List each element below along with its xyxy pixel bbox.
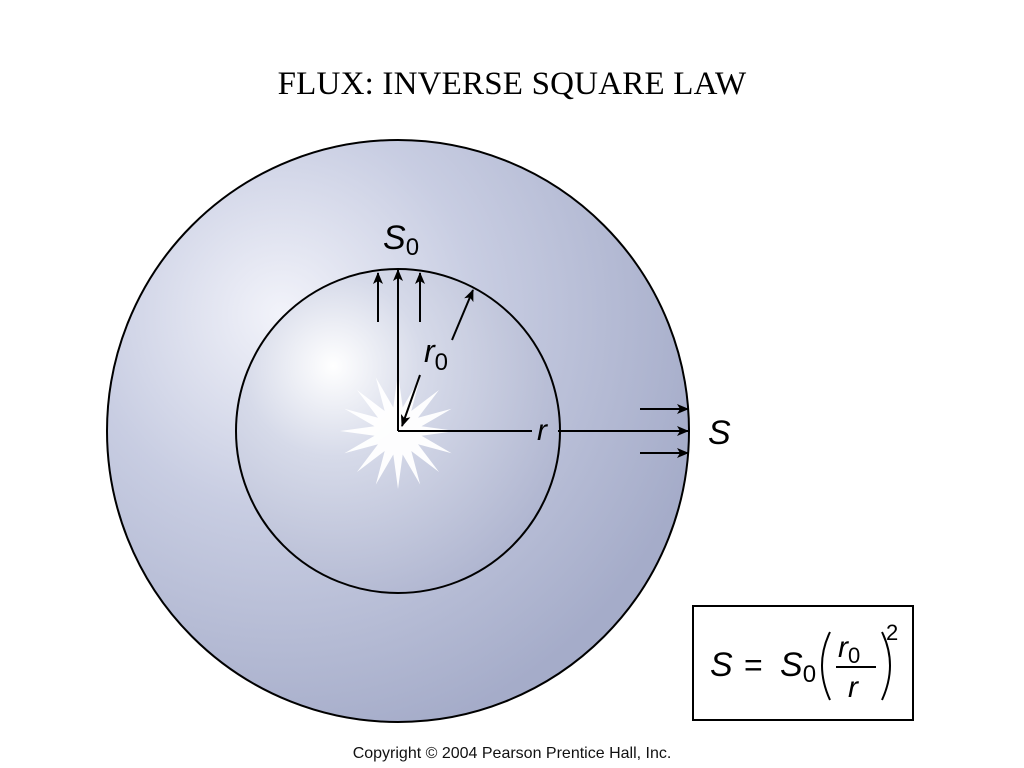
page-title: FLUX: INVERSE SQUARE LAW: [277, 66, 747, 102]
svg-text:=: =: [744, 647, 763, 683]
s-flux-arrows: [640, 404, 689, 458]
s0-flux-arrows: [373, 272, 425, 322]
svg-text:2: 2: [886, 620, 898, 645]
copyright-notice: Copyright © 2004 Pearson Prentice Hall, …: [352, 745, 672, 762]
svg-text:r0: r0: [838, 631, 860, 668]
svg-text:S: S: [710, 646, 733, 684]
r0-radius-arrow-lower: [400, 374, 421, 427]
formula-box: [692, 605, 914, 721]
s-label: S: [708, 414, 731, 452]
r-label: r: [537, 414, 548, 447]
r0-label: r0: [424, 333, 448, 376]
s0-label: S0: [383, 219, 419, 261]
r0-radius-arrow-upper: [451, 289, 474, 341]
inverse-square-formula: S = S0 r0 r 2: [710, 620, 898, 704]
svg-text:r: r: [848, 671, 859, 704]
svg-text:S0: S0: [780, 646, 816, 688]
